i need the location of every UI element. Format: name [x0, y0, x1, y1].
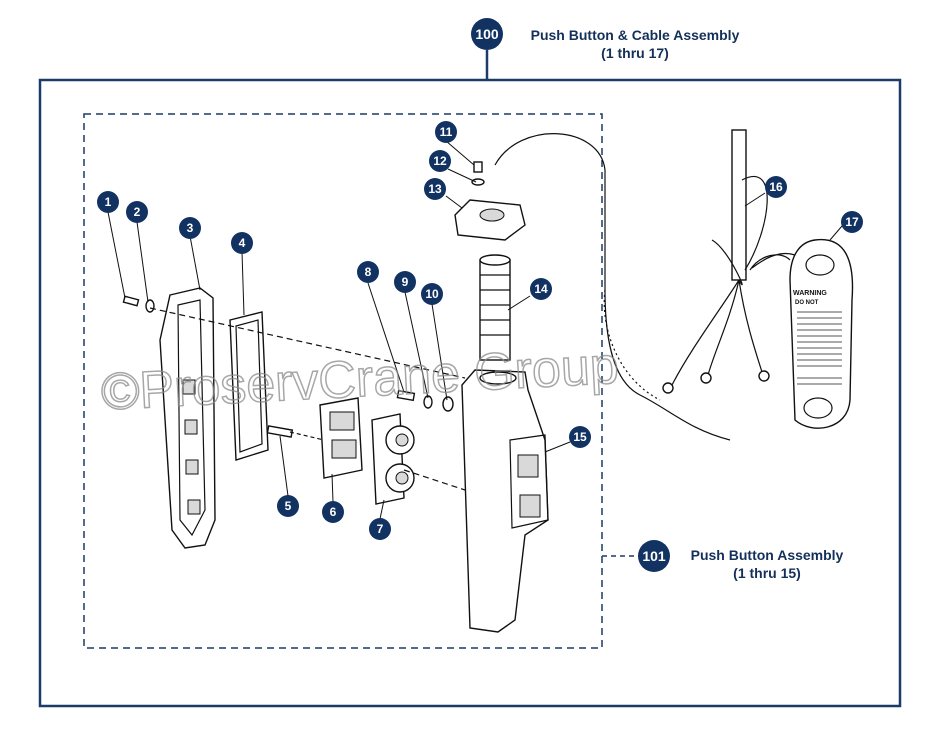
callout-1-circle: [97, 191, 119, 213]
assembly-100-title: Push Button & Cable Assembly (1 thru 17): [505, 26, 765, 62]
callout-6: 6: [322, 501, 344, 523]
part-5-screw: [266, 425, 294, 438]
callout-14-label: 14: [534, 282, 548, 296]
part-11-screw: [473, 161, 483, 173]
part-13-cap: [454, 199, 526, 241]
assembly-100-name: Push Button & Cable Assembly: [530, 27, 740, 43]
callout-6-label: 6: [330, 505, 337, 519]
part-16-cable: [662, 129, 791, 394]
callout-3-circle: [179, 217, 201, 239]
cable-loop-back: [603, 289, 661, 401]
callout-2-label: 2: [134, 205, 141, 219]
callout-10: 10: [421, 283, 443, 305]
callout-17: 17: [841, 211, 863, 233]
callout-13-circle: [424, 178, 446, 200]
callout-13-label: 13: [428, 182, 442, 196]
callout-12-circle: [429, 150, 451, 172]
assembly-callout-100-circle: [471, 18, 503, 50]
assembly-callout-100: 100: [471, 18, 503, 50]
callout-16: 16: [765, 176, 787, 198]
callout-15: 15: [569, 426, 591, 448]
callout-7-circle: [369, 518, 391, 540]
callout-8-label: 8: [365, 265, 372, 279]
callout-leaders: [107, 140, 843, 520]
callout-14-circle: [530, 278, 552, 300]
part-8-screw: [396, 389, 416, 402]
callout-9: 9: [394, 271, 416, 293]
callout-12: 12: [429, 150, 451, 172]
callout-5-circle: [277, 495, 299, 517]
callout-13: 13: [424, 178, 446, 200]
callout-6-circle: [322, 501, 344, 523]
callout-16-label: 16: [769, 180, 783, 194]
callout-9-label: 9: [402, 275, 409, 289]
callout-8: 8: [357, 261, 379, 283]
cable-loop: [494, 133, 731, 441]
callout-11-circle: [435, 121, 457, 143]
callout-4-label: 4: [239, 236, 246, 250]
part-7-push-buttons: [371, 413, 415, 505]
part-3-front-cover: [159, 287, 216, 549]
callout-3-label: 3: [187, 221, 194, 235]
part-14-strain-relief: [479, 254, 511, 361]
assembly-callout-101-circle: [638, 540, 670, 572]
assembly-101-frame: [83, 113, 603, 649]
callout-17-label: 17: [845, 215, 859, 229]
part-4-gasket: [229, 311, 269, 461]
exploded-view-lines: [149, 307, 466, 491]
assembly-callout-101-label: 101: [642, 548, 666, 564]
callout-1-label: 1: [105, 195, 112, 209]
callout-15-circle: [569, 426, 591, 448]
callout-11-label: 11: [440, 125, 453, 139]
assembly-100-range: (1 thru 17): [601, 45, 669, 61]
callout-14: 14: [530, 278, 552, 300]
part-12-washer: [471, 178, 485, 186]
part-10-nut: [442, 396, 454, 412]
callout-1: 1: [97, 191, 119, 213]
callout-10-circle: [421, 283, 443, 305]
tag-subheading: DO NOT: [795, 300, 819, 306]
callout-16-circle: [765, 176, 787, 198]
assembly-101-title: Push Button Assembly (1 thru 15): [672, 546, 862, 582]
part-17-warning-tag: WARNING DO NOT: [751, 238, 854, 429]
part-15-enclosure: [461, 369, 549, 633]
callout-12-label: 12: [433, 154, 447, 168]
part-6-contact-block: [319, 397, 363, 479]
callout-7: 7: [369, 518, 391, 540]
assembly-101-name: Push Button Assembly: [690, 547, 844, 563]
callout-2: 2: [126, 201, 148, 223]
part-1-screw: [122, 295, 140, 307]
tag-heading: WARNING: [793, 290, 827, 297]
callout-17-circle: [841, 211, 863, 233]
assembly-callout-101: 101: [638, 540, 670, 572]
callout-8-circle: [357, 261, 379, 283]
callout-11: 11: [435, 121, 457, 143]
callout-5-label: 5: [285, 499, 292, 513]
callout-4: 4: [231, 232, 253, 254]
callout-2-circle: [126, 201, 148, 223]
part-2-washer: [145, 299, 155, 313]
callout-15-label: 15: [573, 430, 587, 444]
assembly-callout-100-label: 100: [475, 26, 499, 42]
callout-3: 3: [179, 217, 201, 239]
callout-9-circle: [394, 271, 416, 293]
assembly-101-range: (1 thru 15): [733, 565, 801, 581]
callout-4-circle: [231, 232, 253, 254]
callout-5: 5: [277, 495, 299, 517]
callout-7-label: 7: [377, 522, 384, 536]
callout-10-label: 10: [425, 287, 439, 301]
assembly-100-frame: [38, 78, 902, 708]
